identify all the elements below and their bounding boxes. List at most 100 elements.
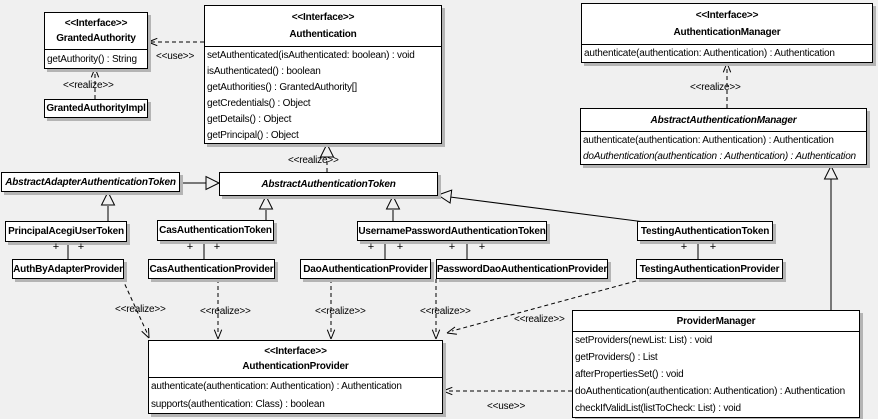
cas-authentication-provider[interactable]: CasAuthenticationProvider [148, 259, 275, 279]
class-name: DaoAuthenticationProvider [303, 263, 428, 275]
class-name: TestingAuthenticationProvider [639, 263, 780, 275]
realize-abstractauthenticationtoken-authentication [319, 142, 335, 172]
testing-authentication-token[interactable]: TestingAuthenticationToken [637, 221, 773, 241]
class-title: GrantedAuthorityImpl [45, 100, 147, 117]
use-authentication-grantedauthority [147, 37, 204, 47]
cas-authentication-token[interactable]: CasAuthenticationToken [157, 220, 274, 241]
association-end-label: + [396, 241, 404, 253]
dao-authentication-provider[interactable]: DaoAuthenticationProvider [300, 259, 431, 279]
realize-label: <<realize>> [115, 304, 166, 315]
class-title: AuthByAdapterProvider [13, 260, 123, 278]
method-row: supports(authentication: Class) : boolea… [151, 398, 325, 410]
granted-authority-impl[interactable]: GrantedAuthorityImpl [44, 99, 148, 118]
authentication-manager[interactable]: <<Interface>> AuthenticationManager authen… [581, 3, 873, 63]
method-row: checkIfValidList(listToCheck: List) : vo… [575, 403, 741, 414]
password-dao-authentication-provider[interactable]: PasswordDaoAuthenticationProvider [436, 259, 608, 279]
generalize-providermanager-abstractauthenticationmanager [823, 164, 839, 310]
methods-compartment: authenticate(authentication: Authenticat… [149, 377, 442, 413]
class-name: AuthenticationProvider [242, 361, 349, 373]
class-title: <<Interface>>GrantedAuthority [45, 13, 147, 49]
method-row: setAuthenticated(isAuthenticated: boolea… [207, 49, 415, 61]
realize-label: <<realize>> [63, 80, 114, 91]
method-row: authenticate(authentication: Authenticat… [584, 48, 835, 59]
method-row: getDetails() : Object [207, 113, 292, 125]
realize-testingauthenticationprovider-authenticationprovider [446, 280, 637, 335]
abstract-adapter-authentication-token[interactable]: AbstractAdapterAuthenticationToken [1, 172, 180, 192]
association-end-label: + [709, 241, 717, 253]
realize-label: <<realize>> [514, 314, 565, 325]
methods-compartment: setProviders(newList: List) : void getPro… [573, 331, 859, 417]
association-end-label: + [680, 241, 688, 253]
methods-compartment: setAuthenticated(isAuthenticated: boolea… [205, 46, 441, 143]
association-end-label: + [448, 241, 456, 253]
association-end-label: + [52, 241, 60, 253]
realize-label: <<realize>> [200, 306, 251, 317]
testing-authentication-provider[interactable]: TestingAuthenticationProvider [636, 259, 783, 279]
association-end-label: + [367, 241, 375, 253]
abstract-authentication-manager[interactable]: AbstractAuthenticationManager authenticat… [580, 108, 867, 165]
class-title: PrincipalAcegiUserToken [6, 222, 126, 241]
generalize-usernamepasswordauthenticationtoken-abstractauthenticationtoken [385, 194, 401, 221]
class-name: Authentication [289, 29, 357, 40]
realize-authbyadapterprovider-authenticationprovider [121, 277, 150, 339]
class-title: AbstractAuthenticationToken [220, 173, 437, 195]
class-title: TestingAuthenticationProvider [637, 260, 782, 278]
association-end-label: + [213, 241, 221, 253]
class-name: CasAuthenticationToken [159, 225, 272, 236]
methods-compartment: authenticate(authentication: Authenticat… [582, 44, 872, 62]
abstract-authentication-token[interactable]: AbstractAuthenticationToken [219, 172, 438, 196]
method-row: setProviders(newList: List) : void [575, 335, 713, 346]
provider-manager[interactable]: ProviderManager setProviders(newList: Lis… [572, 310, 860, 418]
generalize-casauthenticationtoken-abstractauthenticationtoken [258, 194, 274, 220]
method-row: getPrincipal() : Object [207, 129, 299, 141]
generalize-abstractadapterauthenticationtoken-abstractauthenticationtoken [180, 175, 221, 191]
realize-label: <<realize>> [288, 155, 339, 166]
stereotype-label: <<Interface>> [695, 10, 759, 21]
realize-label: <<realize>> [315, 306, 366, 317]
class-title: AbstractAdapterAuthenticationToken [2, 173, 179, 191]
realize-grantedauthorityimpl-grantedauthority [90, 67, 100, 99]
class-name: PrincipalAcegiUserToken [8, 226, 124, 237]
class-title: AbstractAuthenticationManager [581, 109, 866, 131]
methods-compartment: getAuthority() : String [45, 49, 147, 68]
method-row: getAuthorities() : GrantedAuthority[] [207, 81, 357, 93]
method-row: getCredentials() : Object [207, 97, 311, 109]
class-name: GrantedAuthorityImpl [46, 103, 146, 114]
use-providermanager-authenticationprovider [442, 386, 572, 396]
class-title: DaoAuthenticationProvider [301, 260, 430, 278]
generalize-testingauthenticationtoken-abstractauthenticationtoken [436, 189, 646, 223]
use-label: <<use>> [156, 51, 195, 62]
method-row: doAuthentication(authentication : Authen… [583, 150, 856, 162]
class-name: AuthByAdapterProvider [13, 263, 123, 275]
method-row: doAuthentication(authentication: Authent… [575, 386, 845, 397]
method-row: authenticate(authentication: Authenticat… [583, 134, 834, 146]
method-row: getProviders() : List [575, 352, 658, 363]
class-name: PasswordDaoAuthenticationProvider [436, 263, 608, 275]
class-name: CasAuthenticationProvider [149, 263, 274, 275]
realize-daoauthenticationprovider-authenticationprovider [326, 279, 336, 340]
realize-label: <<realize>> [420, 306, 471, 317]
principal-acegi-user-token[interactable]: PrincipalAcegiUserToken [5, 221, 127, 242]
class-name: AbstractAdapterAuthenticationToken [5, 176, 176, 188]
association-end-label: + [186, 241, 194, 253]
use-label: <<use>> [487, 401, 526, 412]
class-name: AuthenticationManager [673, 27, 781, 38]
username-password-authentication-token[interactable]: UsernamePasswordAuthenticationToken [357, 221, 547, 241]
association-end-label: + [77, 241, 85, 253]
class-title: CasAuthenticationToken [158, 221, 273, 240]
class-title: <<Interface>> AuthenticationManager [582, 4, 872, 44]
class-title: UsernamePasswordAuthenticationToken [358, 222, 546, 240]
class-title: PasswordDaoAuthenticationProvider [437, 260, 607, 278]
class-name: UsernamePasswordAuthenticationToken [358, 225, 546, 237]
class-name: ProviderManager [676, 315, 756, 327]
class-name: AbstractAuthenticationManager [650, 114, 797, 126]
class-name: GrantedAuthority [56, 33, 136, 45]
class-title: CasAuthenticationProvider [149, 260, 274, 278]
auth-by-adapter-provider[interactable]: AuthByAdapterProvider [12, 259, 124, 279]
association-end-label: + [478, 241, 486, 253]
method-row: afterPropertiesSet() : void [575, 369, 684, 380]
